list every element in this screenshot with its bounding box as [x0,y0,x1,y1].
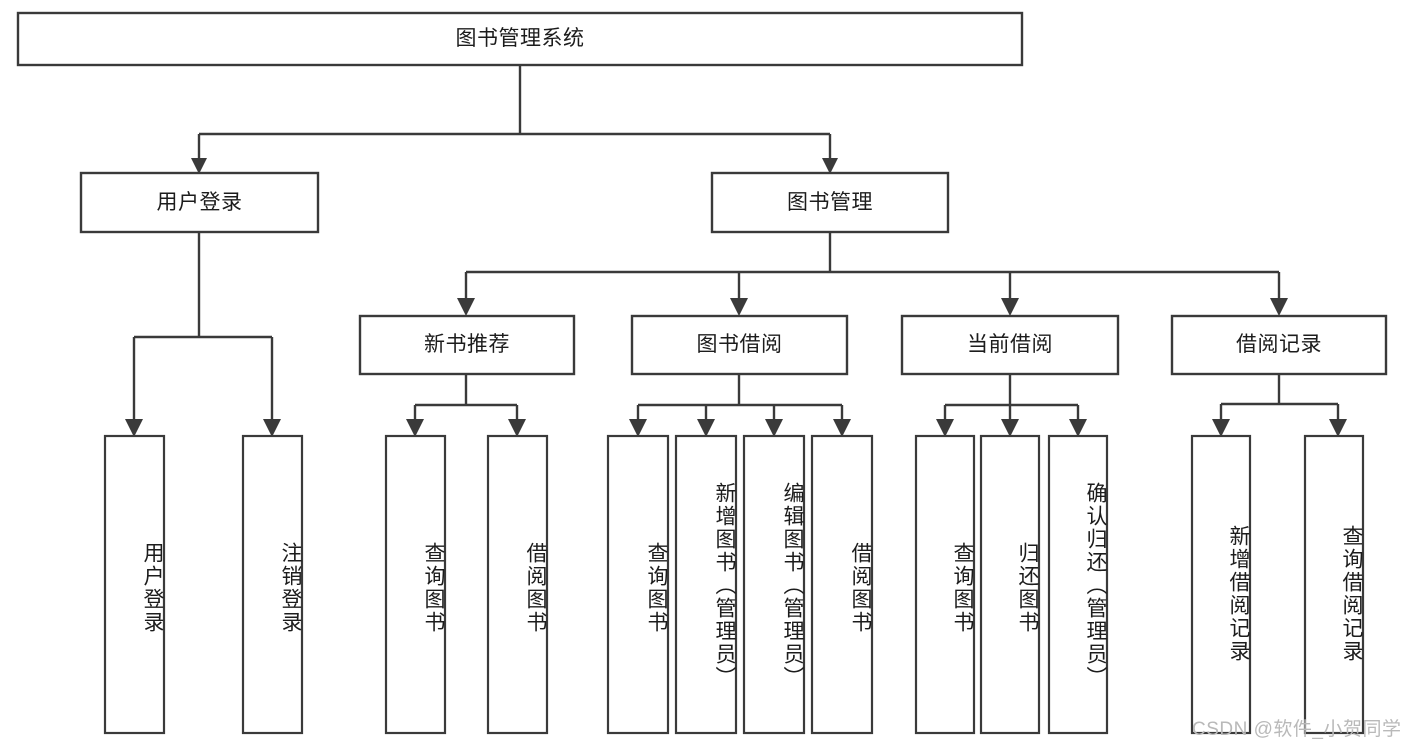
arrowhead-leaf-confirm-return [1069,419,1087,437]
node-borrow-record-box[interactable] [1170,314,1388,376]
node-leaf-return-book-box[interactable] [979,434,1041,735]
arrowhead-leaf-query-book-2 [629,419,647,437]
arrowhead-leaf-add-record [1212,419,1230,437]
arrowhead-leaf-return-book [1001,419,1019,437]
node-root-box[interactable] [16,11,1024,67]
node-leaf-add-book-box[interactable] [674,434,738,735]
arrowhead-book-management [822,158,838,174]
arrowhead-leaf-borrow-book-1 [508,419,526,437]
node-new-book-recommend-box[interactable] [358,314,576,376]
arrowhead-leaf-query-book-3 [936,419,954,437]
node-leaf-query-book-3-box[interactable] [914,434,976,735]
node-book-borrow-box[interactable] [630,314,849,376]
arrowhead-leaf-add-book [697,419,715,437]
node-leaf-user-login-box[interactable] [103,434,166,735]
arrowhead-borrow-record [1270,298,1288,316]
node-leaf-add-record-box[interactable] [1190,434,1252,735]
arrowhead-leaf-query-book-1 [406,419,424,437]
node-leaf-borrow-book-2-box[interactable] [810,434,874,735]
arrowhead-current-borrow [1001,298,1019,316]
node-leaf-query-record-box[interactable] [1303,434,1365,735]
csdn-watermark: CSDN @软件_小贺同学 [1192,719,1402,740]
arrowhead-leaf-edit-book [765,419,783,437]
arrowhead-leaf-borrow-book-2 [833,419,851,437]
node-leaf-query-book-2-box[interactable] [606,434,670,735]
node-book-management-box[interactable] [710,171,950,234]
node-leaf-edit-book-box[interactable] [742,434,806,735]
arrowhead-book-borrow [730,298,748,316]
arrowhead-leaf-query-record [1329,419,1347,437]
node-leaf-query-book-1-box[interactable] [384,434,447,735]
node-user-login-box[interactable] [79,171,320,234]
node-leaf-confirm-return-box[interactable] [1047,434,1109,735]
arrowhead-leaf-user-login [125,419,143,437]
arrowhead-new-book-recommend [457,298,475,316]
arrowhead-leaf-logout-login [263,419,281,437]
node-current-borrow-box[interactable] [900,314,1120,376]
node-leaf-logout-login-box[interactable] [241,434,304,735]
arrowhead-user-login [191,158,207,174]
node-leaf-borrow-book-1-box[interactable] [486,434,549,735]
